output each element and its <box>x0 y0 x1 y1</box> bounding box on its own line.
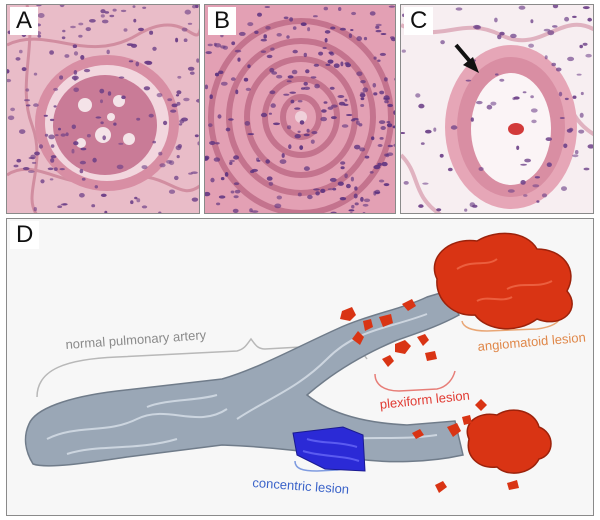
panel-d: D normal pulmonary artery angiomatoid le… <box>6 218 594 516</box>
panel-c-micrograph <box>401 5 593 213</box>
panel-c: C <box>400 4 594 214</box>
panel-b-micrograph <box>205 5 395 213</box>
panel-d-label: D <box>10 221 40 249</box>
panel-a-micrograph <box>7 5 199 213</box>
panel-b-label: B <box>208 7 237 35</box>
panel-a: A <box>6 4 200 214</box>
concentric-lesion-segment <box>292 426 366 472</box>
arrow-head-icon <box>463 57 479 73</box>
panel-c-label: C <box>404 7 434 35</box>
panel-d-artery-model <box>7 219 593 515</box>
plexiform-lesion-mass <box>466 409 552 474</box>
angiomatoid-lesion-mass <box>433 232 573 330</box>
artery-trunk <box>24 290 464 467</box>
plexiform-clusters <box>340 299 519 493</box>
panel-b: B <box>204 4 396 214</box>
panel-a-label: A <box>10 7 39 35</box>
plexiform-bracket <box>374 370 456 392</box>
